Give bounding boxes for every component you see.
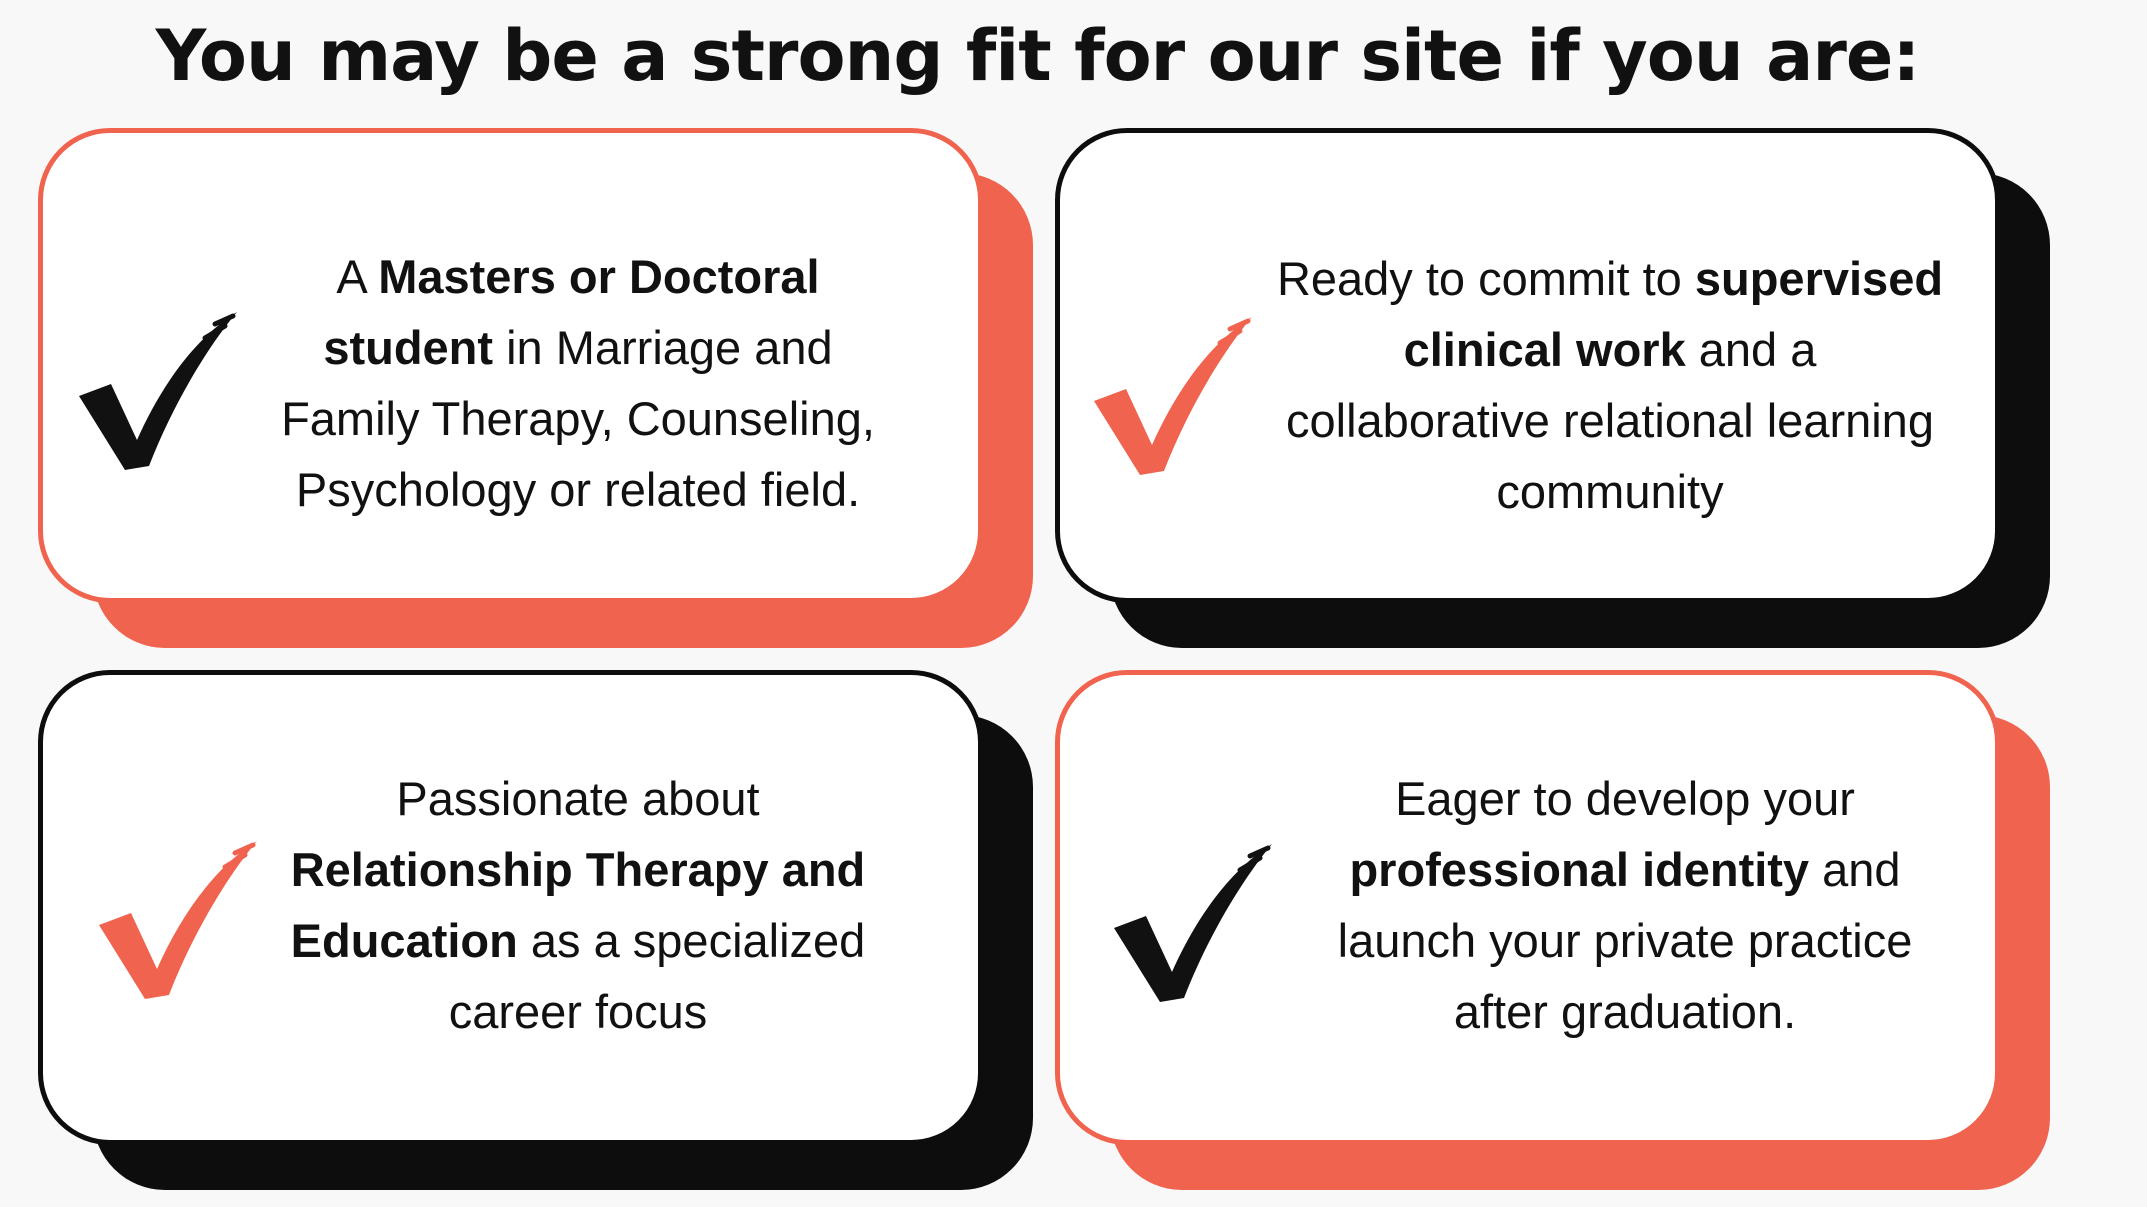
card-panel: Passionate about Relationship Therapy an… — [38, 670, 983, 1145]
text-plain: Passionate about — [396, 772, 760, 825]
card-panel: A Masters or Doctoral student in Marriag… — [38, 128, 983, 603]
card-panel: Eager to develop your professional ident… — [1055, 670, 2000, 1145]
text-plain: Eager to develop your — [1395, 772, 1855, 825]
text-emphasis: supervised clinical work — [1403, 252, 1944, 376]
black-checkmark-icon — [1114, 844, 1272, 1002]
text-plain: and a collaborative relational learning … — [1286, 323, 1934, 518]
text-plain: A — [336, 250, 379, 303]
card-text: Passionate about Relationship Therapy an… — [258, 763, 898, 1047]
text-emphasis: Relationship Therapy and Education — [290, 843, 866, 967]
card-text: A Masters or Doctoral student in Marriag… — [258, 241, 898, 525]
card-text: Ready to commit to supervised clinical w… — [1270, 243, 1950, 527]
card-panel: Ready to commit to supervised clinical w… — [1055, 128, 2000, 603]
fit-card-masters-doctoral: A Masters or Doctoral student in Marriag… — [38, 128, 1038, 658]
text-plain: and launch your private practice after g… — [1337, 843, 1913, 1038]
black-checkmark-icon — [79, 312, 237, 470]
coral-checkmark-icon — [99, 841, 257, 999]
fit-card-relationship-therapy: Passionate about Relationship Therapy an… — [38, 670, 1038, 1200]
fit-card-professional-identity: Eager to develop your professional ident… — [1055, 670, 2055, 1200]
text-plain: in Marriage and Family Therapy, Counseli… — [281, 321, 875, 516]
page-title: You may be a strong fit for our site if … — [155, 15, 1921, 97]
text-emphasis: Masters or Doctoral student — [323, 250, 820, 374]
coral-checkmark-icon — [1094, 317, 1252, 475]
text-plain: Ready to commit to — [1276, 252, 1695, 305]
card-text: Eager to develop your professional ident… — [1285, 763, 1965, 1047]
text-emphasis: professional identity — [1349, 843, 1810, 896]
text-plain: as a specialized career focus — [448, 914, 866, 1038]
fit-card-supervised-clinical-work: Ready to commit to supervised clinical w… — [1055, 128, 2055, 658]
